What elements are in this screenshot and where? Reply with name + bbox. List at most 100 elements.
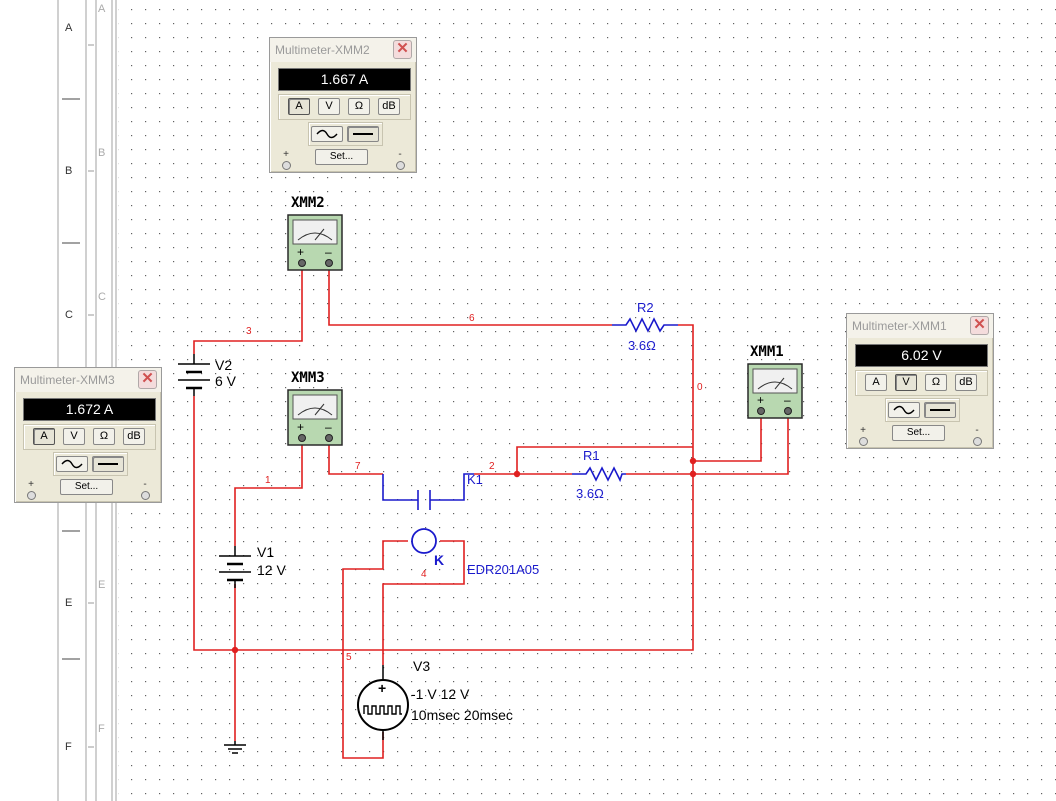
pulse-source-v3[interactable]: + V3 -1 V 12 V 10msec 20msec [357,658,513,740]
close-icon[interactable]: ✕ [138,370,157,389]
plus-sign: + [860,425,866,436]
ac-wave-button[interactable] [311,126,343,142]
mode-volt-button[interactable]: V [318,98,340,115]
relay-k1[interactable]: K1 K EDR201A05 [411,472,539,577]
net-label: 5 [346,652,352,663]
ac-wave-icon [61,459,83,469]
terminal-icon [281,161,291,170]
row-label: E [65,597,72,609]
wire-net-4[interactable] [382,540,465,665]
close-icon[interactable]: ✕ [970,316,989,335]
battery-v2[interactable]: V2 6 V [178,354,237,396]
signal-type-row [308,122,383,146]
meter-symbol-xmm3[interactable]: XMM3 + – [287,370,343,446]
k1-name: K1 [467,472,483,487]
meter-display: 6.02 V [855,344,988,367]
mode-ohm-button[interactable]: Ω [93,428,115,445]
v1-name: V1 [257,544,274,560]
plus-terminal[interactable]: + [280,149,292,170]
v1-value: 12 V [257,562,286,578]
wire-net-1[interactable] [234,445,303,546]
minus-terminal[interactable]: - [394,149,406,170]
signal-type-row [53,452,128,476]
svg-text:–: – [325,245,332,259]
wire-net-5[interactable] [342,540,408,759]
wire-meter1-plus[interactable] [693,418,762,462]
mode-volt-button[interactable]: V [63,428,85,445]
col-label: E [98,579,105,591]
plus-terminal[interactable]: + [25,479,37,500]
v3-line2: 10msec 20msec [411,707,513,723]
panel-titlebar[interactable]: Multimeter-XMM2 ✕ [270,38,416,62]
col-label: B [98,147,105,159]
col-label: F [98,723,105,735]
ac-wave-icon [316,129,338,139]
col-label: A [98,3,106,15]
r2-value: 3.6Ω [628,338,656,353]
panel-titlebar[interactable]: Multimeter-XMM3 ✕ [15,368,161,392]
row-label: F [65,741,72,753]
plus-terminal[interactable]: + [857,425,869,446]
mode-db-button[interactable]: dB [955,374,977,391]
set-button[interactable]: Set... [892,425,945,441]
mode-db-button[interactable]: dB [123,428,145,445]
wire-net-0[interactable] [193,324,694,651]
mode-ohm-button[interactable]: Ω [925,374,947,391]
terminal-icon [395,161,405,170]
resistor-r2[interactable]: R2 3.6Ω [612,300,678,353]
r2-name: R2 [637,300,654,315]
minus-sign: - [143,479,147,490]
ground-icon [224,741,246,754]
signal-type-row [885,398,960,422]
svg-text:+: + [378,680,386,696]
resistor-r1[interactable]: R1 3.6Ω [572,448,626,501]
mode-db-button[interactable]: dB [378,98,400,115]
minus-terminal[interactable]: - [139,479,151,500]
terminal-icon [140,491,150,500]
k1-coil-label: K [434,552,444,568]
multimeter-xmm2-panel[interactable]: Multimeter-XMM2 ✕ 1.667 A A V Ω dB + Set… [269,37,417,173]
battery-v1[interactable]: V1 12 V [219,544,286,588]
wire-net-6[interactable] [328,270,612,326]
relay-coil-icon [411,528,437,554]
wires[interactable] [193,270,789,759]
close-icon[interactable]: ✕ [393,40,412,59]
mode-volt-button[interactable]: V [895,374,917,391]
terminal-icon [858,437,868,446]
mode-ampere-button[interactable]: A [865,374,887,391]
wire-meter1-minus[interactable] [693,418,789,475]
mode-ampere-button[interactable]: A [33,428,55,445]
v3-line1: -1 V 12 V [411,686,470,702]
net-label: 0 [697,382,703,393]
multimeter-xmm1-panel[interactable]: Multimeter-XMM1 ✕ 6.02 V A V Ω dB + Set.… [846,313,994,449]
mode-ohm-button[interactable]: Ω [348,98,370,115]
dc-line-button[interactable] [347,126,379,142]
minus-terminal[interactable]: - [971,425,983,446]
dc-line-button[interactable] [924,402,956,418]
wire-net-3[interactable] [193,270,303,354]
meter-display: 1.667 A [278,68,411,91]
ac-wave-button[interactable] [56,456,88,472]
terminal-icon [972,437,982,446]
col-label: C [98,291,106,303]
wire-net-2-top[interactable] [516,446,693,474]
dc-line-button[interactable] [92,456,124,472]
minus-sign: - [398,149,402,160]
set-button[interactable]: Set... [315,149,368,165]
component-leads [382,473,517,510]
ac-wave-button[interactable] [888,402,920,418]
meter-symbol-xmm1[interactable]: XMM1 + – [747,344,803,419]
panel-titlebar[interactable]: Multimeter-XMM1 ✕ [847,314,993,338]
net-label: 2 [489,461,495,472]
panel-title: Multimeter-XMM3 [20,373,115,387]
wire-net-7[interactable] [328,445,383,475]
mode-ampere-button[interactable]: A [288,98,310,115]
meter-symbol-xmm2[interactable]: XMM2 + – [287,195,343,271]
svg-text:–: – [784,393,791,407]
dc-line-icon [98,463,118,465]
set-button[interactable]: Set... [60,479,113,495]
multimeter-xmm3-panel[interactable]: Multimeter-XMM3 ✕ 1.672 A A V Ω dB + Set… [14,367,162,503]
net-label: 1 [265,475,271,486]
panel-title: Multimeter-XMM1 [852,319,947,333]
v2-name: V2 [215,357,232,373]
